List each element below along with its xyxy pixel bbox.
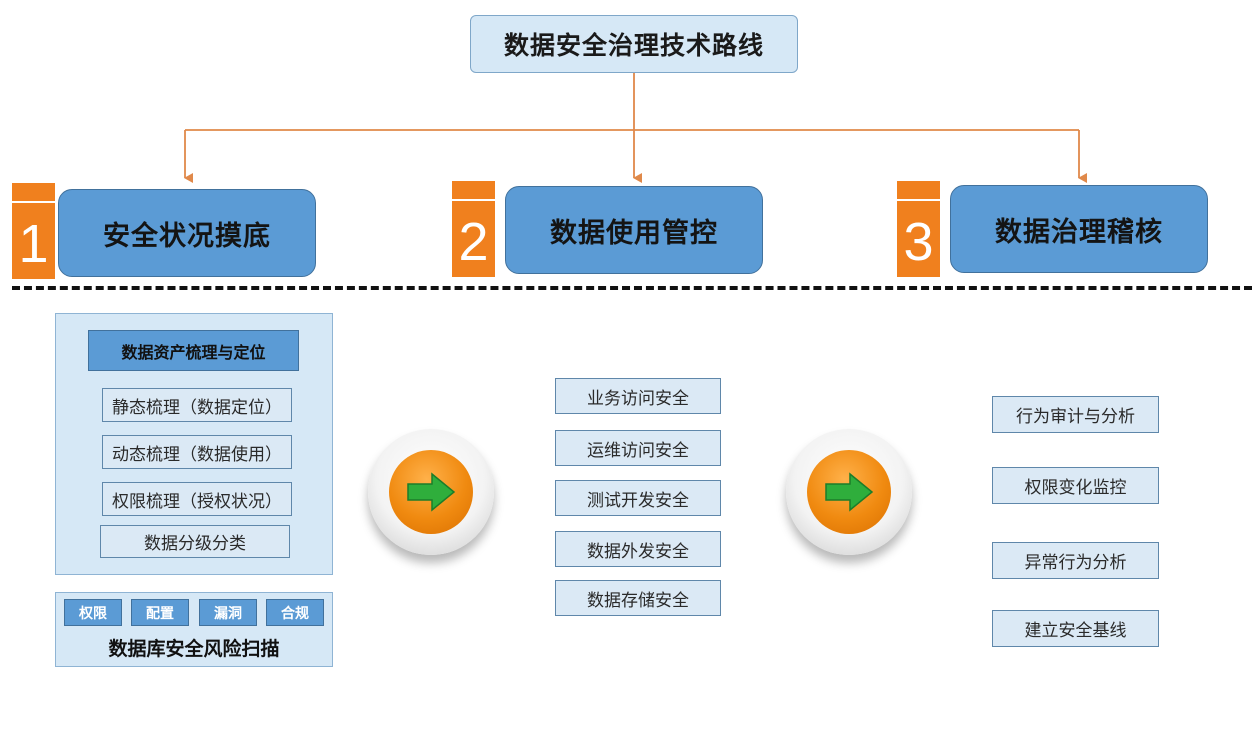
usage-item-business: 业务访问安全 [555,378,721,414]
flow-arrow-2 [786,429,912,555]
usage-item-testdev: 测试开发安全 [555,480,721,516]
phase-box-1: 安全状况摸底 [58,189,316,277]
asset-item-dynamic: 动态梳理（数据使用） [102,435,292,469]
scan-panel-title: 数据库安全风险扫描 [108,638,280,660]
flow-arrow-1 [368,429,494,555]
right-arrow-icon [407,472,456,512]
phase-number-2: 2 [452,181,495,277]
audit-item-permission-monitor: 权限变化监控 [992,467,1159,504]
scan-tag-config: 配置 [131,599,189,626]
audit-item-baseline: 建立安全基线 [992,610,1159,647]
phase-box-2: 数据使用管控 [505,186,763,274]
phase-box-3: 数据治理稽核 [950,185,1208,273]
usage-item-storage: 数据存储安全 [555,580,721,616]
phase-number-3: 3 [897,181,940,277]
right-arrow-icon [825,472,874,512]
audit-item-behavior: 行为审计与分析 [992,396,1159,433]
audit-item-anomaly: 异常行为分析 [992,542,1159,579]
phase-number-1: 1 [12,183,55,279]
tree-connectors [184,73,1087,183]
asset-item-static: 静态梳理（数据定位） [102,388,292,422]
asset-item-permission: 权限梳理（授权状况） [102,482,292,516]
diagram-title: 数据安全治理技术路线 [470,15,798,73]
asset-item-classification: 数据分级分类 [100,525,290,558]
scan-tag-permission: 权限 [64,599,122,626]
asset-panel-header: 数据资产梳理与定位 [88,330,299,371]
usage-item-outbound: 数据外发安全 [555,531,721,567]
scan-tag-compliance: 合规 [266,599,324,626]
scan-tag-vulnerability: 漏洞 [199,599,257,626]
usage-item-ops: 运维访问安全 [555,430,721,466]
dashed-separator [12,286,1252,290]
